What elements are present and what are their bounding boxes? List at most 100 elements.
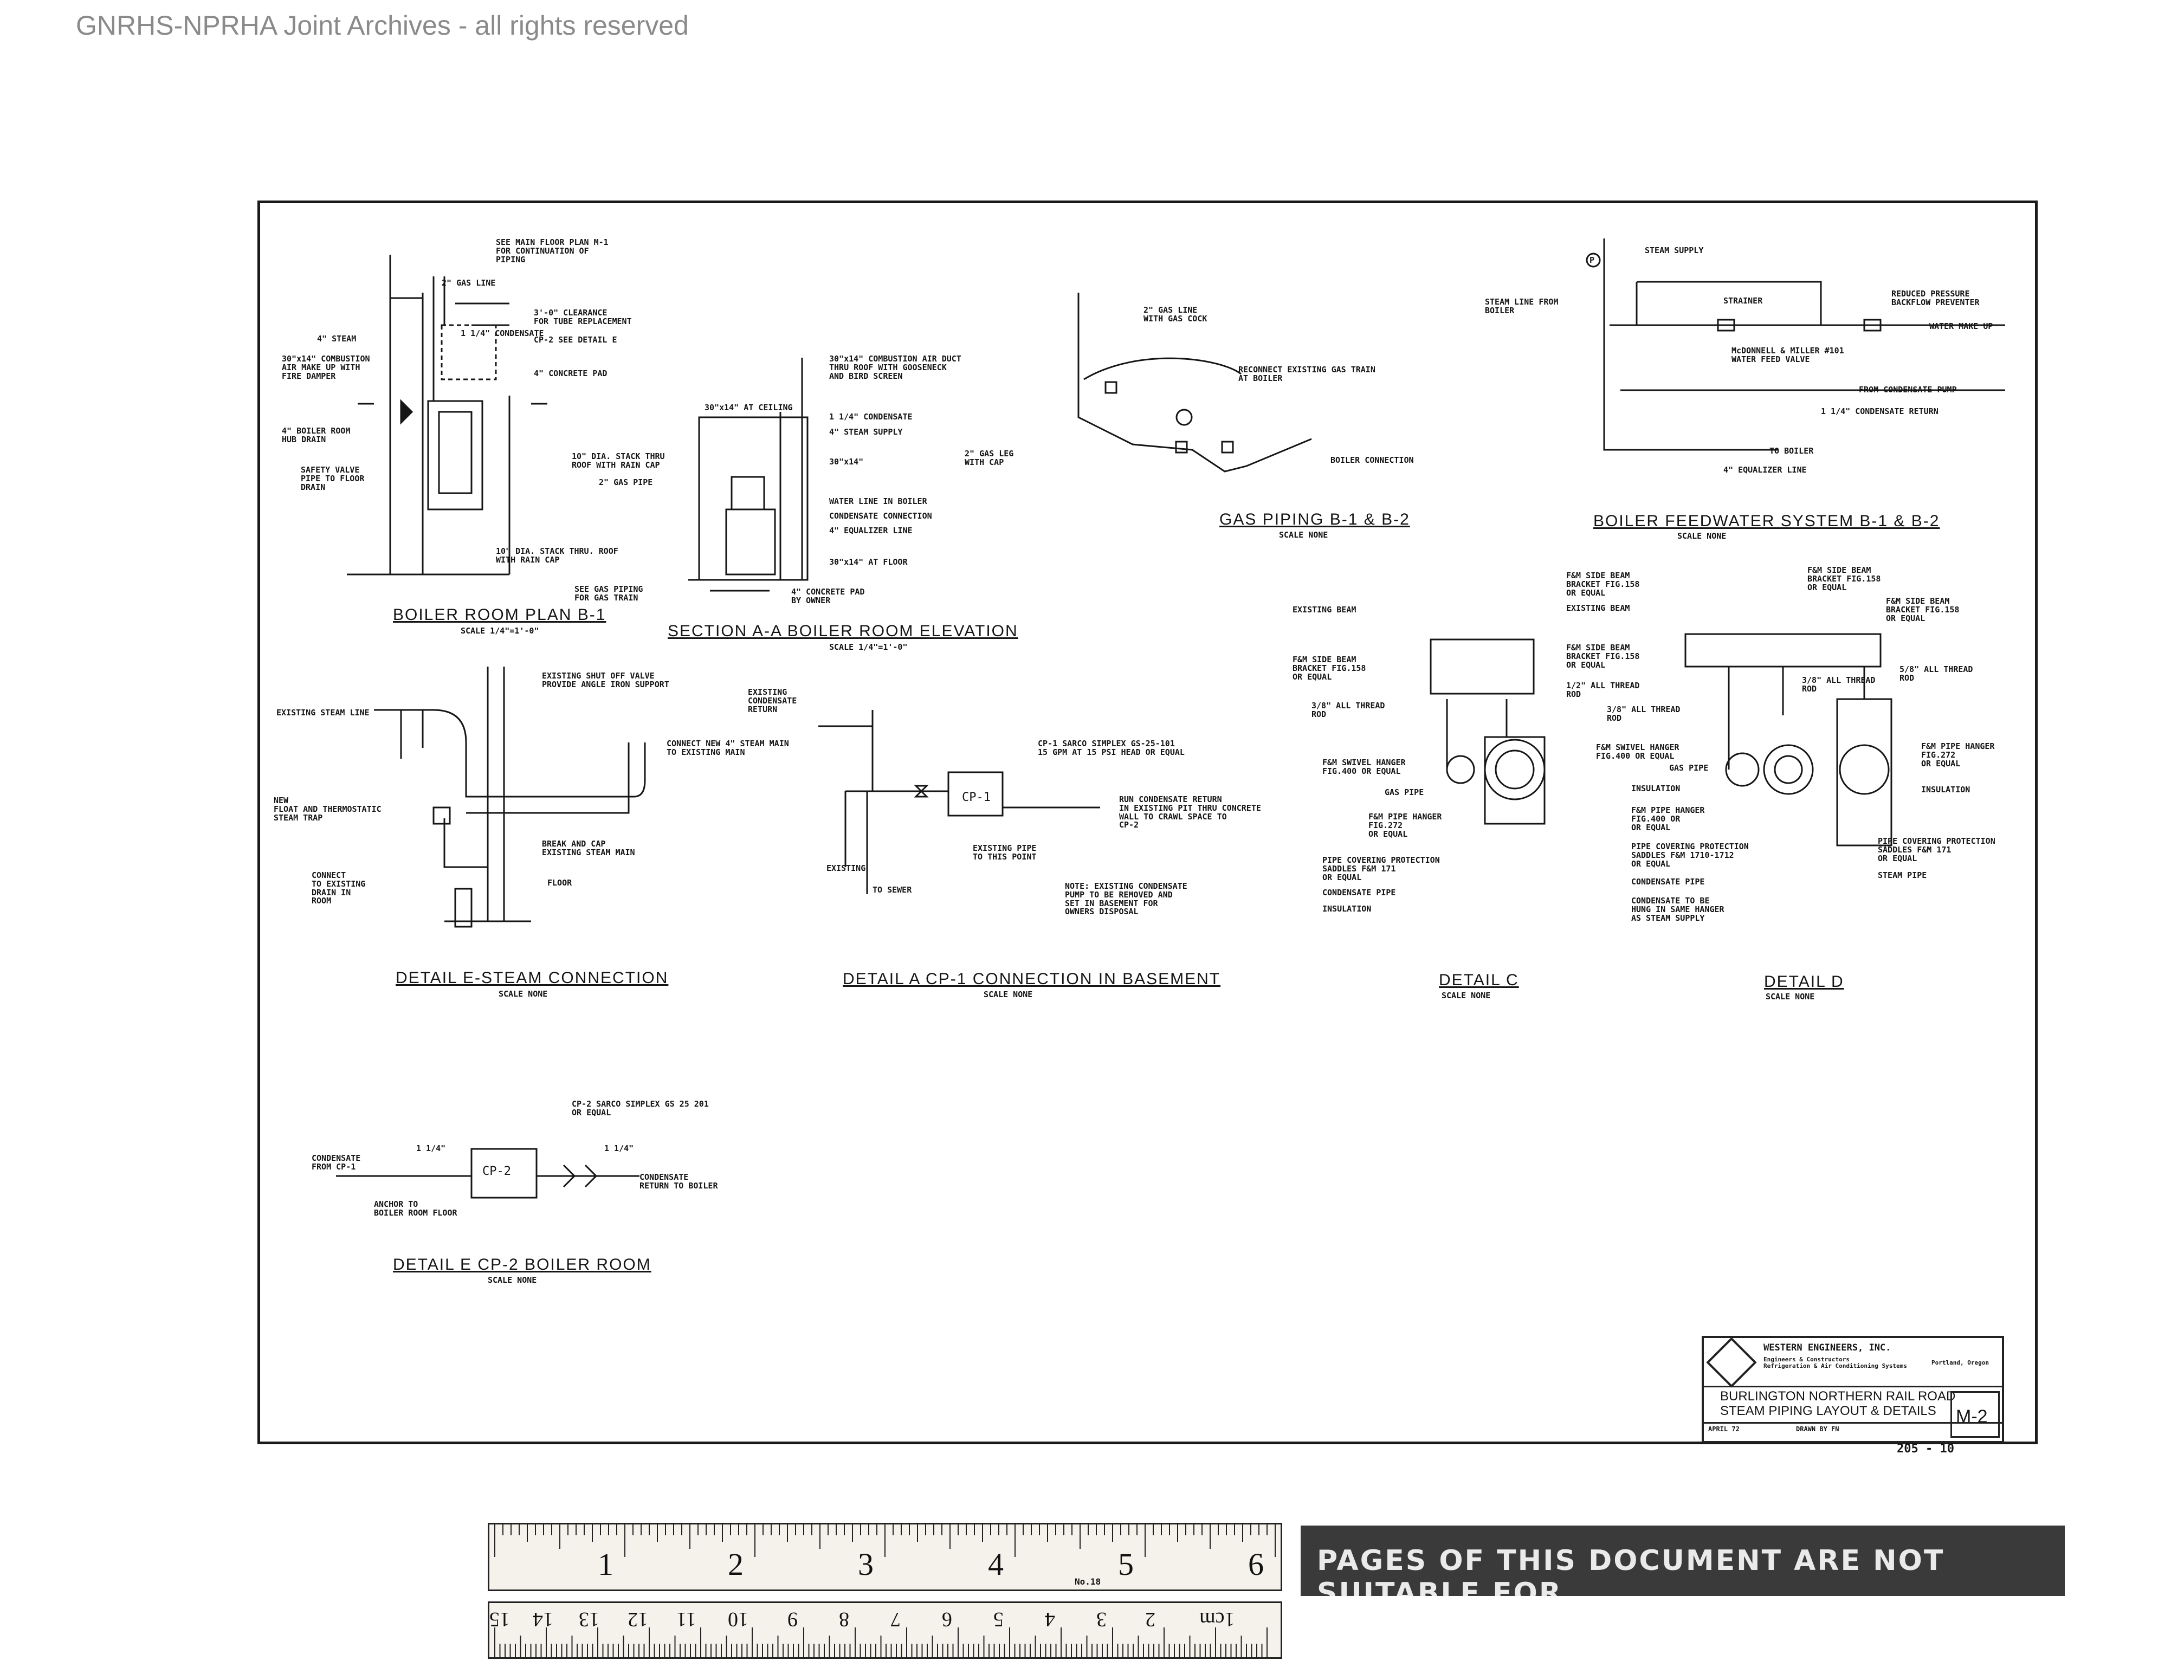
dd-covering-r-label: PIPE COVERING PROTECTION SADDLES F&M 171… [1878, 836, 1995, 863]
inch-ruler-ticks [494, 1524, 1276, 1557]
detail-d-title: DETAIL D [1764, 973, 1844, 991]
detail-e-steam-title: DETAIL E-STEAM CONNECTION [396, 969, 669, 987]
ruler-inch-3: 3 [858, 1547, 874, 1582]
dd-pipe-hanger-r-label: F&M PIPE HANGER FIG.272 OR EQUAL [1921, 741, 1995, 768]
boiler-feedwater-drawing [1586, 238, 2005, 451]
dd-condensate-pipe-label: CONDENSATE PIPE [1631, 877, 1705, 887]
feed-condensate-return-label: 1 1/4" CONDENSATE RETURN [1821, 406, 1939, 416]
cp1-pump-label: CP-1 [962, 791, 991, 804]
plan-cp2-label: CP-2 SEE DETAIL E [534, 335, 617, 345]
detail-e-steam-scale: SCALE NONE [499, 989, 548, 999]
da-run-label: RUN CONDENSATE RETURN IN EXISTING PIT TH… [1119, 794, 1261, 830]
detail-d-drawing [1684, 633, 1892, 847]
gas-leg-label: 2" GAS LEG WITH CAP [965, 449, 1014, 467]
cm-ruler-ticks [494, 1627, 1268, 1657]
de-existing-steam-label: EXISTING STEAM LINE [276, 708, 370, 718]
dd-bracket-a-label: F&M SIDE BEAM BRACKET FIG.158 OR EQUAL [1566, 571, 1640, 598]
boiler-feedwater-scale: SCALE NONE [1677, 531, 1727, 541]
dd-pipe-hanger-label: F&M PIPE HANGER FIG.400 OR OR EQUAL [1631, 805, 1705, 832]
da-note-label: NOTE: EXISTING CONDENSATE PUMP TO BE REM… [1065, 881, 1187, 917]
feed-strainer-label: STRAINER [1723, 296, 1763, 306]
de-break-cap-label: BREAK AND CAP EXISTING STEAM MAIN [542, 839, 635, 857]
drawing-sheet-border [257, 201, 2038, 1444]
dd-insulation-r-label: INSULATION [1921, 785, 1970, 794]
plan-safety-valve-label: SAFETY VALVE PIPE TO FLOOR DRAIN [301, 465, 365, 492]
de-connect-drain-label: CONNECT TO EXISTING DRAIN IN ROOM [312, 870, 366, 906]
company-city: Portland, Oregon [1931, 1359, 1989, 1366]
gas-line-label: 2" GAS LINE WITH GAS COCK [1143, 305, 1207, 324]
boiler-feedwater-title: BOILER FEEDWATER SYSTEM B-1 & B-2 [1593, 512, 1940, 530]
dd-beam-label: EXISTING BEAM [1566, 603, 1630, 613]
de-float-trap-label: NEW FLOAT AND THERMOSTATIC STEAM TRAP [274, 796, 382, 823]
da-to-sewer-label: TO SEWER [873, 885, 912, 895]
dc-bracket2-label: F&M SIDE BEAM BRACKET FIG.158 OR EQUAL [1566, 643, 1640, 670]
plan-clearance-label: 3'-0" CLEARANCE FOR TUBE REPLACEMENT [534, 308, 632, 326]
inch-ruler: 1 2 3 4 5 6 No.18 [488, 1523, 1282, 1591]
section-condensate-label: 1 1/4" CONDENSATE [829, 412, 913, 422]
dc-covering-label: PIPE COVERING PROTECTION SADDLES F&M 171… [1322, 855, 1440, 882]
dc-existing-beam-label: EXISTING BEAM [1293, 605, 1356, 615]
plan-gas-line-label: 2" GAS LINE [442, 278, 496, 288]
detail-e-cp2-scale: SCALE NONE [488, 1275, 537, 1285]
feed-steam-supply-label: STEAM SUPPLY [1645, 245, 1704, 255]
feed-equalizer-label: 4" EQUALIZER LINE [1723, 465, 1807, 475]
dd-rod-38b-label: 3/8" ALL THREAD ROD [1802, 675, 1876, 694]
section-aa-scale: SCALE 1/4"=1'-0" [829, 642, 908, 652]
cp2-pump-label: CP-2 [482, 1165, 511, 1178]
dd-bracket-b-label: F&M SIDE BEAM BRACKET FIG.158 OR EQUAL [1807, 565, 1881, 592]
plan-stack-label: 10" DIA. STACK THRU. ROOF WITH RAIN CAP [496, 546, 618, 565]
company-logo-icon [1706, 1337, 1757, 1388]
de-shutoff-label: EXISTING SHUT OFF VALVE PROVIDE ANGLE IR… [542, 671, 669, 689]
dc-condensate-pipe-label: CONDENSATE PIPE [1322, 888, 1396, 897]
section-air-duct-label: 30"x14" COMBUSTION AIR DUCT THRU ROOF WI… [829, 354, 961, 381]
detail-d-scale: SCALE NONE [1766, 992, 1815, 1001]
feed-to-boiler-label: TO BOILER [1769, 446, 1814, 456]
da-existing-pipe-label: EXISTING PIPE TO THIS POINT [973, 843, 1037, 862]
gas-piping-title: GAS PIPING B-1 & B-2 [1219, 511, 1410, 528]
detail-a-title: DETAIL A CP-1 CONNECTION IN BASEMENT [843, 970, 1221, 988]
ruler-inch-5: 5 [1118, 1547, 1134, 1582]
drawn-by: DRAWN BY FN [1796, 1425, 1839, 1433]
sheet-title: STEAM PIPING LAYOUT & DETAILS [1720, 1404, 1936, 1418]
section-stack-label: 10" DIA. STACK THRU ROOF WITH RAIN CAP [572, 451, 665, 470]
de-floor-label: FLOOR [547, 878, 572, 888]
feed-water-makeup-label: WATER MAKE UP [1929, 321, 1993, 331]
plan-hub-drain-label: 4" BOILER ROOM HUB DRAIN [282, 426, 351, 444]
boiler-room-plan-drawing [347, 255, 547, 576]
section-steam-supply-label: 4" STEAM SUPPLY [829, 427, 903, 437]
sheet-number: M-2 [1956, 1406, 1988, 1427]
detail-a-cp1-drawing [818, 710, 1100, 894]
section-aa-drawing [688, 358, 809, 592]
dd-insulation-label: INSULATION [1631, 784, 1681, 793]
dd-rod-38-label: 3/8" ALL THREAD ROD [1607, 705, 1681, 723]
cp2-size-b-label: 1 1/4" [604, 1143, 634, 1153]
section-water-line-label: WATER LINE IN BOILER [829, 496, 927, 506]
company-name: WESTERN ENGINEERS, INC. [1763, 1342, 1891, 1353]
ruler-inch-1: 1 [598, 1547, 613, 1582]
notice-stamp: PAGES OF THIS DOCUMENT ARE NOT SUITABLE … [1301, 1526, 2065, 1596]
cp2-return-label: CONDENSATE RETURN TO BOILER [639, 1172, 718, 1191]
dd-swivel-label: F&M SWIVEL HANGER FIG.400 OR EQUAL [1596, 742, 1679, 761]
detail-c-drawing [1430, 638, 1546, 825]
da-existing-label: EXISTING [826, 863, 866, 873]
dd-rod-58-label: 5/8" ALL THREAD ROD [1899, 664, 1973, 683]
section-at-floor-label: 30"x14" AT FLOOR [829, 557, 908, 567]
plan-see-main-label: SEE MAIN FLOOR PLAN M-1 FOR CONTINUATION… [496, 237, 609, 264]
pressure-gauge-icon: P [1589, 255, 1595, 265]
detail-a-scale: SCALE NONE [984, 990, 1033, 999]
ruler-inch-4: 4 [988, 1547, 1004, 1582]
title-block: WESTERN ENGINEERS, INC. Engineers & Cons… [1702, 1336, 2004, 1443]
detail-e-steam-drawing [374, 667, 646, 928]
cp2-anchor-label: ANCHOR TO BOILER ROOM FLOOR [374, 1199, 457, 1218]
gas-boiler-connection-label: BOILER CONNECTION [1330, 455, 1414, 465]
gas-piping-scale: SCALE NONE [1279, 530, 1328, 540]
dc-insulation-label: INSULATION [1322, 904, 1372, 914]
dd-hung-label: CONDENSATE TO BE HUNG IN SAME HANGER AS … [1631, 896, 1724, 923]
dd-covering-label: PIPE COVERING PROTECTION SADDLES F&M 171… [1631, 842, 1749, 869]
drawing-date: APRIL 72 [1708, 1425, 1740, 1433]
cp2-spec-label: CP-2 SARCO SIMPLEX GS 25 201 OR EQUAL [572, 1099, 709, 1117]
dc-rod-38-label: 3/8" ALL THREAD ROD [1311, 701, 1385, 719]
stamp-text: PAGES OF THIS DOCUMENT ARE NOT SUITABLE … [1317, 1545, 1945, 1596]
cm-ruler: 1cm 2 3 4 5 6 7 8 9 10 11 12 13 14 15 [488, 1601, 1282, 1659]
